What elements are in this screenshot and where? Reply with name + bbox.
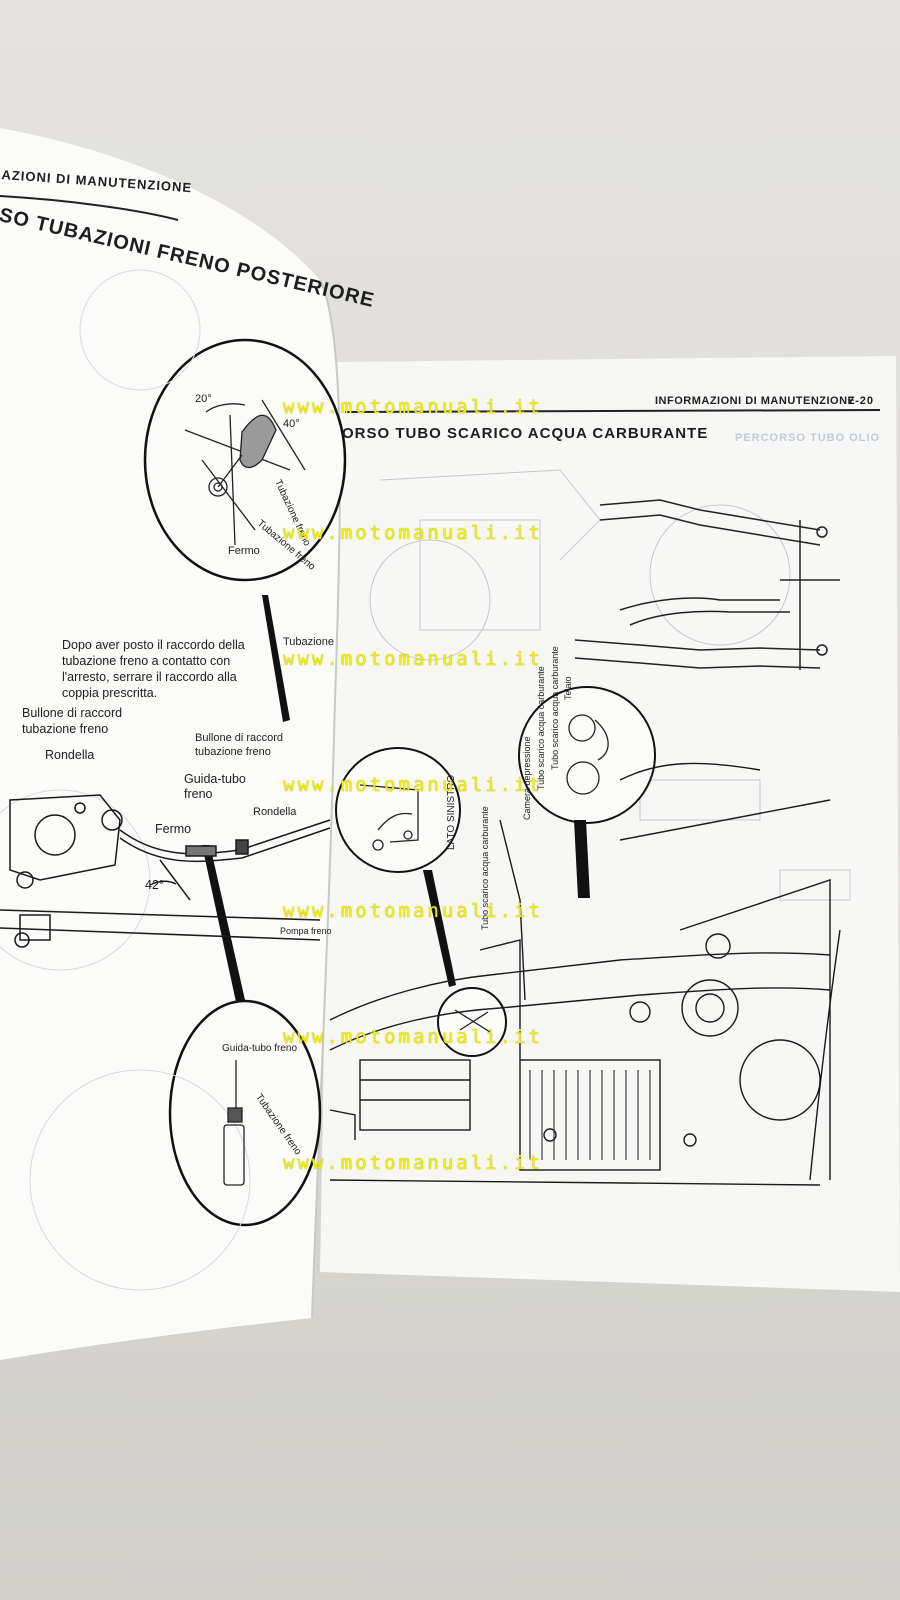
engine-drawing [329, 762, 841, 1186]
label-telaio: Telaio [563, 676, 573, 700]
right-section-title: ORSO TUBO SCARICO ACQUA CARBURANTE [342, 425, 709, 442]
instruction-line: coppia prescritta. [62, 686, 158, 700]
instruction-line: Dopo aver posto il raccordo della [62, 638, 245, 652]
label-guida-tubo-b: freno [184, 787, 213, 801]
label-pompa-freno: Pompa freno [280, 926, 332, 936]
detail-circle-bottom [168, 999, 322, 1227]
label-guida-tubo: Guida-tubo [184, 772, 246, 786]
label-rondella-2: Rondella [253, 806, 297, 818]
ghost-section-title: PERCORSO TUBO OLIO [735, 432, 881, 444]
instruction-line: l'arresto, serrare il raccordo alla [62, 670, 237, 684]
watermark: www.motomanuali.it [283, 1152, 543, 1174]
label-guida-tubo-freno-bottom: Guida-tubo freno [222, 1043, 298, 1054]
caliper-drawing [0, 794, 331, 948]
watermark: www.motomanuali.it [283, 396, 543, 418]
label-angle-42: 42° [145, 878, 164, 892]
pointer-arrow-3 [262, 595, 290, 722]
label-rondella-1: Rondella [45, 748, 95, 762]
label-fermo-detail: Fermo [228, 545, 260, 557]
right-running-head: INFORMAZIONI DI MANUTENZIONE [655, 395, 856, 407]
label-tubo-scarico-1: Tubo scarico acqua carburante [536, 666, 546, 790]
instruction-line: tubazione freno a contatto con [62, 654, 231, 668]
page-number: 7-20 [848, 395, 875, 407]
label-angle-20: 20° [195, 393, 212, 405]
left-header-rule [0, 195, 179, 221]
label-angle-40: 40° [283, 418, 300, 430]
detail-circle-lato-sinistro [335, 747, 461, 873]
label-tubo-scarico-2: Tubo scarico acqua carburante [550, 646, 560, 770]
right-header-rule [344, 409, 881, 413]
label-bullone-2: Bullone di raccord [195, 732, 284, 744]
watermark: www.motomanuali.it [283, 522, 543, 544]
label-bullone-1: Bullone di raccord [22, 706, 123, 720]
detail-circle-tubo-scarico [518, 686, 656, 824]
label-tubazione-edge: Tubazione [283, 636, 334, 648]
label-bullone-1b: tubazione freno [22, 722, 109, 736]
watermark: www.motomanuali.it [283, 1026, 543, 1048]
pointer-arrow-2 [574, 820, 590, 898]
label-bullone-2b: tubazione freno [195, 746, 271, 758]
watermark: www.motomanuali.it [283, 774, 543, 796]
pointer-arrow-4 [202, 845, 245, 1002]
label-fermo: Fermo [155, 822, 192, 836]
pointer-arrow-1 [423, 870, 456, 987]
watermark: www.motomanuali.it [283, 648, 543, 670]
right-page [320, 356, 900, 1292]
watermark: www.motomanuali.it [283, 900, 543, 922]
